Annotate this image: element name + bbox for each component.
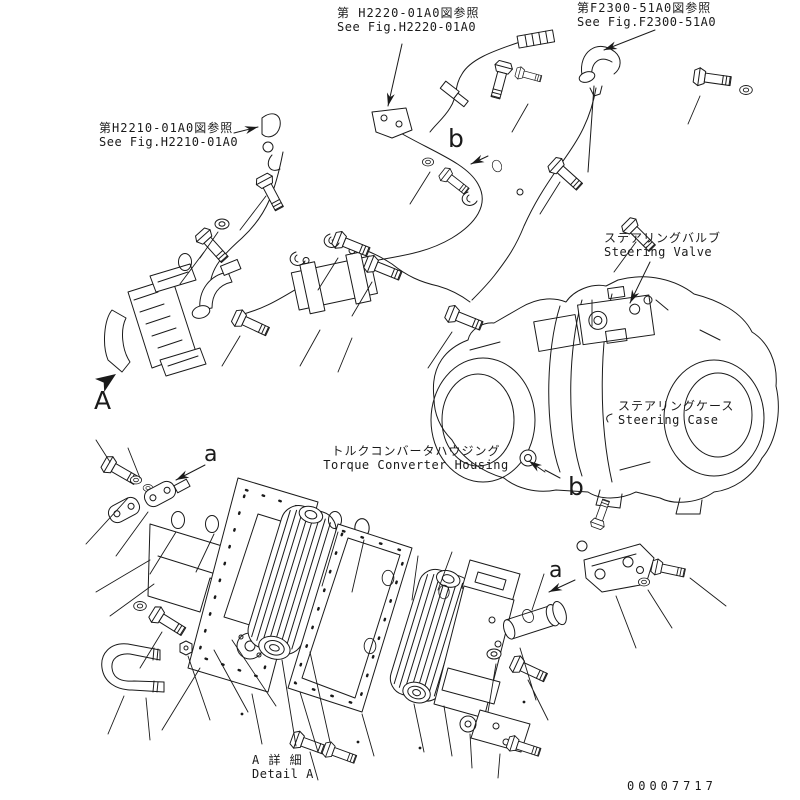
gasket-frame-drawing	[287, 523, 413, 713]
detail-a-marker-top: a	[204, 442, 218, 467]
ref-label-h2210-en: See Fig.H2210-01A0	[99, 135, 239, 149]
cooler-core2-drawing	[389, 568, 473, 704]
steering-valve-label: ステアリングバルブ Steering Valve	[604, 231, 721, 259]
elbow-fitting-drawing	[578, 46, 621, 173]
transmission-housing-drawing	[430, 276, 779, 515]
u-bolt-drawing	[101, 643, 165, 693]
cooler-cover2-drawing	[433, 559, 531, 753]
ref-label-h2210-jp: 第H2210-01A0図参照	[99, 121, 234, 135]
view-a-marker: A	[94, 386, 112, 415]
ref-label-f2300-jp: 第F2300-51A0図参照	[577, 1, 712, 15]
steering-case-label-jp: ステアリングケース	[618, 399, 735, 413]
cooler-core-drawing	[247, 505, 337, 660]
leader-lines	[85, 95, 727, 781]
detail-a-marker-right: a	[549, 558, 563, 583]
section-b-marker-bottom: b	[568, 472, 584, 501]
steering-case-label-en: Steering Case	[618, 413, 719, 427]
clamp-plate-drawing	[290, 247, 378, 315]
steering-valve-label-en: Steering Valve	[604, 245, 713, 259]
oil-cooler-assembly-drawing	[104, 258, 242, 377]
reference-arrows	[175, 29, 656, 593]
ref-label-h2220-en: See Fig.H2220-01A0	[337, 20, 477, 34]
reference-dots	[240, 700, 526, 750]
ref-label-h2210: 第H2210-01A0図参照 See Fig.H2210-01A0	[99, 121, 238, 149]
ref-label-f2300: 第F2300-51A0図参照 See Fig.F2300-51A0	[577, 1, 716, 29]
ref-label-f2300-en: See Fig.F2300-51A0	[577, 15, 717, 29]
detail-a-exploded-drawing	[99, 453, 687, 768]
torque-converter-housing-label: トルクコンバータハウジング Torque Converter Housing	[308, 444, 524, 472]
view-a-arrow	[95, 374, 116, 393]
steering-case-label: ステアリングケース Steering Case	[618, 399, 734, 427]
steering-valve-label-jp: ステアリングバルブ	[604, 231, 722, 245]
fasteners-top-drawing	[178, 59, 753, 341]
detail-a-label-jp: A 詳 細	[252, 753, 303, 767]
section-b-marker-top: b	[448, 124, 464, 153]
flanged-tube-drawing	[503, 600, 567, 640]
steering-valve-drawing	[577, 286, 655, 346]
ref-label-h2220-jp: 第 H2220-01A0図参照	[337, 6, 480, 20]
detail-a-label: A 詳 細 Detail A	[252, 753, 314, 781]
torque-converter-housing-label-jp: トルクコンバータハウジング	[331, 444, 501, 458]
drawing-number: 00007717	[627, 779, 717, 793]
detail-a-label-en: Detail A	[252, 767, 314, 781]
ref-label-h2220: 第 H2220-01A0図参照 See Fig.H2220-01A0	[337, 6, 479, 34]
torque-converter-housing-label-en: Torque Converter Housing	[323, 458, 509, 472]
